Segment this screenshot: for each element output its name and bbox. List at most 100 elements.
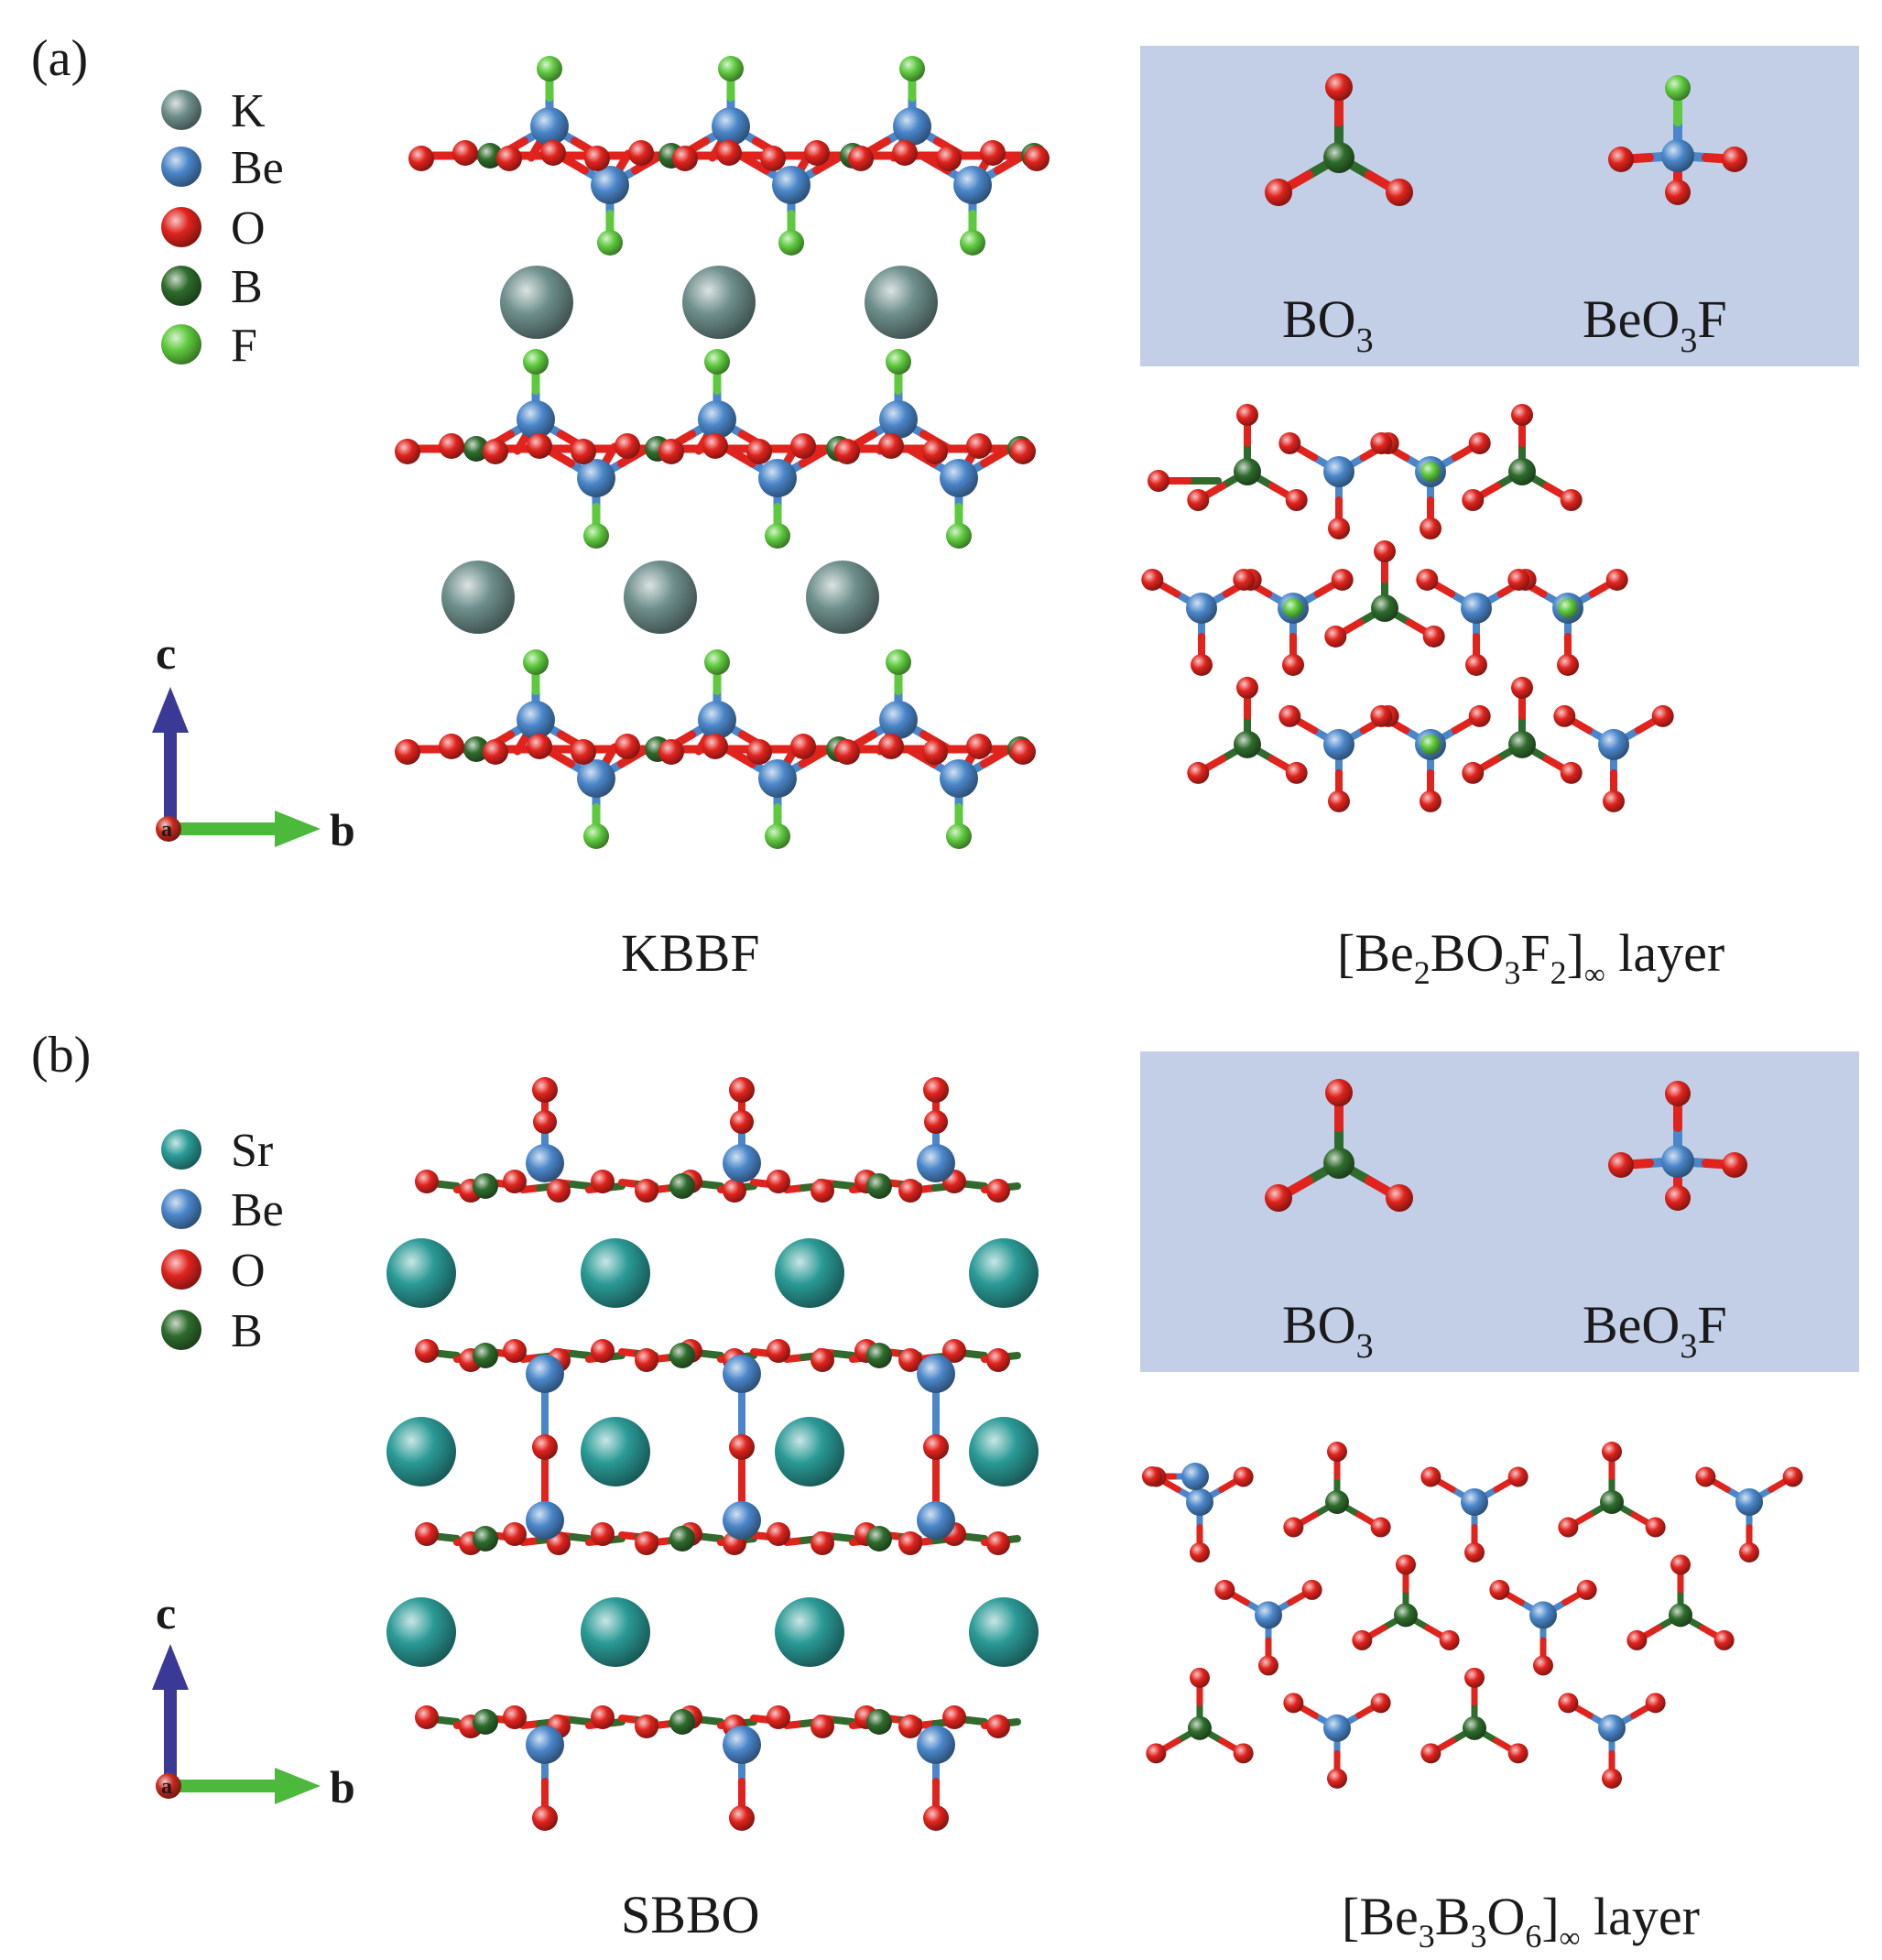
- O-atom: [1439, 1629, 1460, 1650]
- K-atom: [865, 266, 938, 339]
- bond: [799, 444, 832, 468]
- legend-label-Be-b: Be: [231, 1184, 284, 1236]
- O-atom: [924, 1110, 948, 1134]
- O-atom: [1283, 1693, 1304, 1714]
- bond: [832, 1716, 856, 1726]
- axis_a-atom: [156, 816, 181, 842]
- O-atom-icon: [161, 1249, 201, 1290]
- F-atom: [523, 349, 549, 375]
- Be-atom-icon: [161, 1189, 201, 1229]
- B-atom: [1323, 1148, 1354, 1179]
- Be-atom: [526, 1501, 564, 1540]
- O-atom: [760, 146, 786, 171]
- O-atom: [591, 1522, 615, 1546]
- O-atom: [415, 1522, 439, 1546]
- O-atom: [790, 734, 816, 759]
- O-atom: [635, 1348, 658, 1372]
- O-atom: [723, 1179, 746, 1203]
- O-atom: [1214, 1579, 1235, 1600]
- K-atom-icon: [161, 90, 201, 130]
- caption-kbbf: KBBF: [621, 923, 760, 983]
- O-atom: [503, 1170, 527, 1193]
- Sr-atom: [161, 1129, 201, 1170]
- panel-a: (a) K Be O B F a c b KBBF: [31, 30, 1859, 991]
- O-atom: [1695, 1466, 1716, 1487]
- B-atom: [463, 736, 489, 762]
- bond: [437, 1533, 461, 1542]
- B-atom: [866, 1343, 892, 1368]
- O-atom: [1386, 179, 1413, 206]
- O-atom: [986, 1715, 1010, 1738]
- bond: [994, 151, 1028, 175]
- O-atom: [702, 734, 728, 759]
- B-atom: [1371, 593, 1398, 622]
- O-atom: [898, 1531, 922, 1555]
- O-atom: [527, 433, 552, 459]
- O-atom: [1190, 1542, 1210, 1563]
- O-atom: [1507, 568, 1530, 591]
- O-atom: [1713, 1629, 1735, 1650]
- Be-atom: [1323, 728, 1354, 760]
- O-atom: [1236, 404, 1258, 426]
- O-atom: [1553, 704, 1576, 727]
- B-atom: [477, 143, 503, 169]
- O-atom: [1645, 1517, 1666, 1538]
- layer-label-a: [Be2BO3F2]∞ layer: [1337, 923, 1724, 991]
- B-atom: [1463, 1715, 1486, 1740]
- O-atom: [878, 734, 904, 759]
- inset-box-b: [1140, 1051, 1859, 1372]
- Be-atom: [1735, 1488, 1763, 1516]
- O-atom: [1665, 1185, 1691, 1211]
- inset-a: BO3 BeO3F: [1140, 46, 1859, 366]
- O-atom: [898, 1348, 922, 1372]
- atoms: [395, 56, 1050, 849]
- F-atom: [886, 649, 911, 675]
- atoms: [1142, 1442, 1803, 1789]
- Sr-atom: [581, 1597, 650, 1667]
- O-atom: [1507, 1466, 1528, 1487]
- B-atom: [473, 1343, 498, 1368]
- B-atom: [1188, 1715, 1212, 1740]
- O-atom: [1327, 1768, 1347, 1789]
- panel-label-a: (a): [31, 30, 88, 87]
- F-atom: [597, 230, 623, 256]
- F-atom: [583, 523, 609, 549]
- Sr-atom: [581, 1417, 650, 1486]
- bond: [980, 745, 1014, 768]
- O-atom: [1511, 404, 1533, 426]
- O-atom: [729, 1077, 755, 1103]
- legend-item-F: F: [161, 320, 257, 372]
- O-atom: [532, 1434, 558, 1460]
- O-atom: [615, 734, 640, 759]
- O-atom: [1420, 1743, 1441, 1764]
- Be-atom: [1323, 1714, 1351, 1742]
- F-atom: [946, 823, 972, 849]
- O-atom: [533, 1110, 557, 1134]
- Sr-atom: [775, 1597, 844, 1667]
- O-atom: [540, 140, 566, 166]
- legend-item-O-b: O: [161, 1245, 266, 1297]
- bond: [723, 745, 756, 768]
- O-atom: [1233, 1466, 1254, 1487]
- O-atom: [1465, 653, 1487, 676]
- a-axis-origin-icon: [156, 816, 181, 842]
- O-atom: [1422, 625, 1445, 648]
- K-atom: [624, 561, 697, 634]
- a-axis-label: a: [161, 818, 172, 842]
- b-axis-arrowhead: [275, 811, 321, 847]
- Be-atom: [1323, 456, 1354, 487]
- Sr-atom: [969, 1238, 1039, 1308]
- K-atom: [806, 561, 879, 634]
- O-atom: [746, 739, 772, 765]
- O-atom: [503, 1705, 527, 1729]
- bond: [513, 430, 531, 455]
- O-atom: [1560, 489, 1583, 511]
- legend-item-O: O: [161, 202, 266, 255]
- F-atom: [765, 823, 790, 849]
- B-atom-icon: [161, 266, 201, 306]
- O-atom: [571, 439, 596, 464]
- B-atom: [1323, 142, 1354, 173]
- B-atom: [1394, 1603, 1418, 1628]
- bond: [615, 149, 633, 174]
